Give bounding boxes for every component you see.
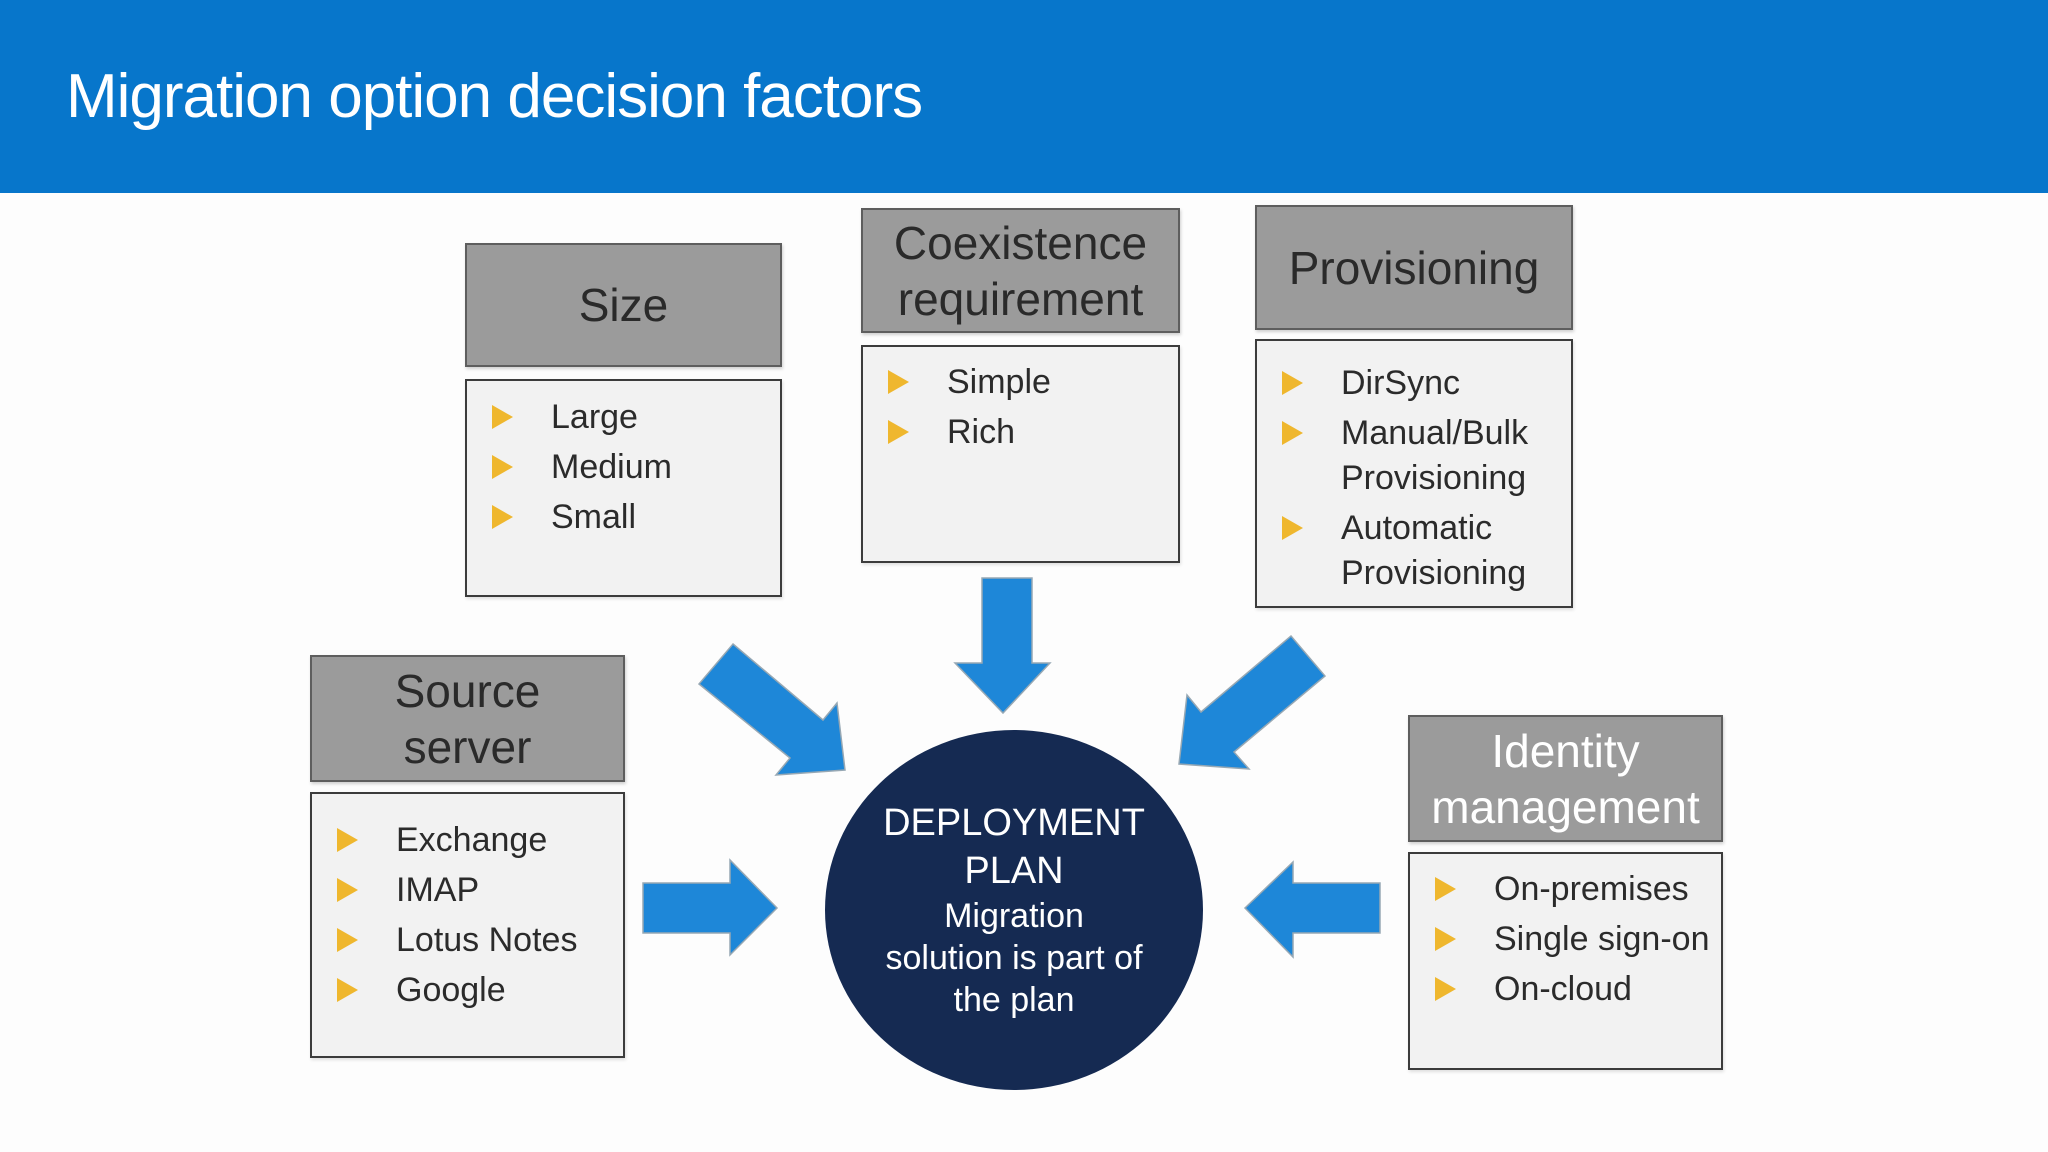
bullet-icon	[337, 878, 358, 902]
bullet-icon	[337, 928, 358, 952]
list-item: Lotus Notes	[337, 918, 621, 963]
list-item: IMAP	[337, 868, 621, 913]
bullet-icon	[1435, 927, 1456, 951]
list-item: Single sign-on	[1435, 917, 1719, 962]
arrow-from-provisioning-icon	[1178, 634, 1327, 770]
list-item: Small	[492, 495, 778, 540]
list-item: DirSync	[1282, 361, 1569, 406]
bullet-icon	[492, 455, 513, 479]
factor-header-provisioning: Provisioning	[1255, 205, 1573, 330]
bullet-icon	[1282, 421, 1303, 445]
list-item: On-cloud	[1435, 967, 1719, 1012]
list-item: Simple	[888, 360, 1176, 405]
list-item: Google	[337, 968, 621, 1013]
deployment-plan-heading: DEPLOYMENT PLAN	[883, 802, 1145, 892]
list-item: Automatic Provisioning	[1282, 506, 1569, 596]
arrow-from-source-server-icon	[642, 858, 779, 957]
factor-list-coexistence: Simple Rich	[861, 345, 1180, 563]
bullet-icon	[1282, 371, 1303, 395]
bullet-icon	[337, 978, 358, 1002]
arrow-from-size-icon	[697, 642, 846, 776]
factor-list-identity-management: On-premises Single sign-on On-cloud	[1408, 852, 1723, 1070]
factor-list-size: Large Medium Small	[465, 379, 782, 597]
list-item: Medium	[492, 445, 778, 490]
bullet-icon	[492, 405, 513, 429]
deployment-plan-body: Migration solution is part of the plan	[885, 897, 1143, 1019]
bullet-icon	[888, 370, 909, 394]
bullet-icon	[337, 828, 358, 852]
bullet-icon	[1435, 877, 1456, 901]
bullet-icon	[888, 420, 909, 444]
title-bar: Migration option decision factors	[0, 0, 2048, 193]
factor-header-size: Size	[465, 243, 782, 367]
factor-header-identity-management: Identity management	[1408, 715, 1723, 842]
factor-list-source-server: Exchange IMAP Lotus Notes Google	[310, 792, 625, 1058]
slide-title: Migration option decision factors	[66, 62, 923, 131]
factor-header-source-server: Source server	[310, 655, 625, 782]
factor-header-coexistence: Coexistence requirement	[861, 208, 1180, 333]
list-item: Manual/Bulk Provisioning	[1282, 411, 1569, 501]
list-item: On-premises	[1435, 867, 1719, 912]
list-item: Exchange	[337, 818, 621, 863]
bullet-icon	[492, 505, 513, 529]
list-item: Large	[492, 395, 778, 440]
deployment-plan-circle: DEPLOYMENT PLAN Migration solution is pa…	[825, 730, 1203, 1090]
bullet-icon	[1435, 977, 1456, 1001]
arrow-from-coexistence-icon	[953, 577, 1052, 715]
list-item: Rich	[888, 410, 1176, 455]
arrow-from-identity-management-icon	[1243, 860, 1381, 959]
factor-list-provisioning: DirSync Manual/Bulk Provisioning Automat…	[1255, 339, 1573, 608]
bullet-icon	[1282, 516, 1303, 540]
